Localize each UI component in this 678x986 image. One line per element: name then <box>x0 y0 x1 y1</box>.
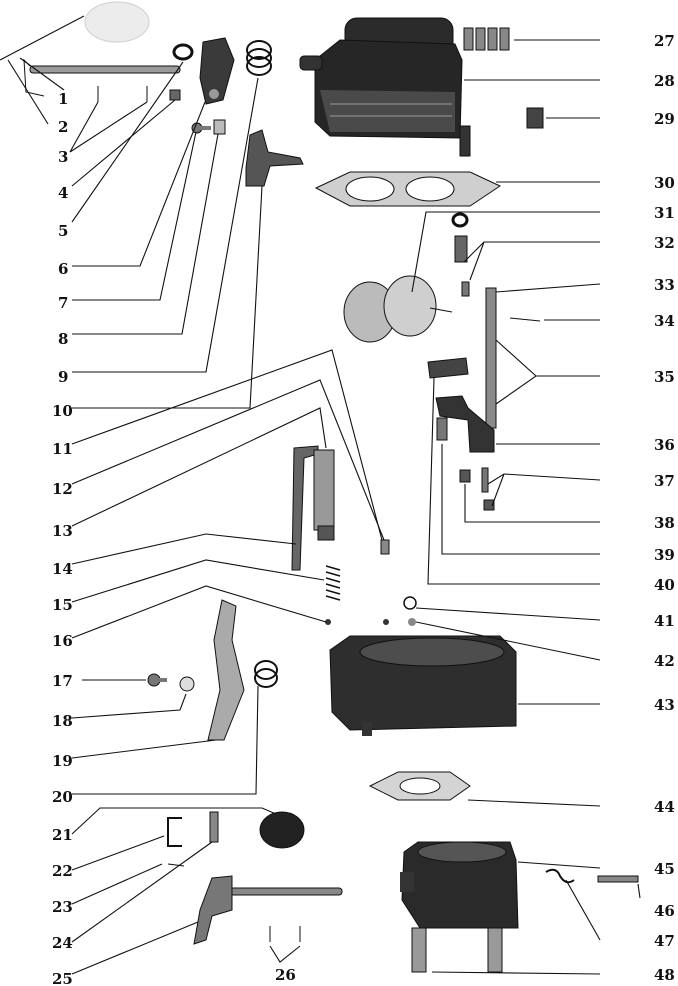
callout-41: 41 <box>654 612 675 630</box>
callout-28: 28 <box>654 72 675 90</box>
callout-33: 33 <box>654 276 675 294</box>
part-37-pins <box>481 467 489 493</box>
part-21-choke-plate <box>259 811 305 849</box>
part-5-washer <box>172 43 194 61</box>
callout-7: 7 <box>58 294 68 312</box>
part-27-screws <box>463 27 510 51</box>
part-28-upper-body <box>299 17 471 157</box>
part-17-screw <box>147 673 167 687</box>
callout-8: 8 <box>58 330 68 348</box>
callout-24: 24 <box>52 934 73 952</box>
callout-27: 27 <box>654 32 675 50</box>
part-2-gasket <box>84 1 150 43</box>
callout-2: 2 <box>58 118 68 136</box>
part-43-float-bowl <box>329 635 517 736</box>
callout-39: 39 <box>654 546 675 564</box>
part-42-ball <box>408 618 416 626</box>
part-25-choke-lever <box>193 875 343 945</box>
callout-38: 38 <box>654 514 675 532</box>
callout-19: 19 <box>52 752 73 770</box>
part-26-screws <box>269 926 301 942</box>
callout-43: 43 <box>654 696 675 714</box>
callout-15: 15 <box>52 596 73 614</box>
callout-21: 21 <box>52 826 73 844</box>
part-18-washer <box>179 676 195 692</box>
part-35-metering-rod <box>485 287 497 429</box>
callout-31: 31 <box>654 204 675 222</box>
leader-lines <box>0 15 641 975</box>
callout-11: 11 <box>52 440 73 458</box>
part-45-throttle-body <box>400 841 519 929</box>
callout-42: 42 <box>654 652 675 670</box>
callout-35: 35 <box>654 368 675 386</box>
callouts-right: 27 28 29 30 31 32 33 34 35 36 37 38 39 4… <box>654 32 675 984</box>
part-15-spring <box>325 565 341 601</box>
part-38-nut <box>459 469 471 483</box>
part-14-pump-assembly <box>291 445 335 571</box>
part-20-spring <box>254 660 278 688</box>
callout-26: 26 <box>275 966 296 984</box>
part-36-bracket <box>435 395 495 453</box>
part-22-clip <box>167 817 182 847</box>
callout-22: 22 <box>52 862 73 880</box>
callouts-left: 1 2 3 4 5 6 7 8 9 10 11 12 13 14 15 16 1… <box>52 90 296 986</box>
part-3-pins <box>97 86 148 102</box>
callout-10: 10 <box>52 402 73 420</box>
callout-12: 12 <box>52 480 73 498</box>
callout-5: 5 <box>58 222 68 240</box>
callout-32: 32 <box>654 234 675 252</box>
callout-20: 20 <box>52 788 73 806</box>
callout-4: 4 <box>58 184 68 202</box>
part-illustrations <box>23 1 639 973</box>
callout-36: 36 <box>654 436 675 454</box>
part-40-plate <box>427 357 469 379</box>
part-24-screw <box>209 811 219 843</box>
part-31-float <box>343 275 453 343</box>
callout-48: 48 <box>654 966 675 984</box>
part-6-throttle-lever <box>199 37 235 105</box>
part-46-screw <box>597 875 639 883</box>
callout-30: 30 <box>654 174 675 192</box>
part-8-lockwasher <box>213 119 226 135</box>
part-41-ring <box>403 596 417 610</box>
part-16-ball <box>325 619 331 625</box>
callout-34: 34 <box>654 312 675 330</box>
part-34-pin <box>509 317 541 322</box>
part-9-spring <box>246 40 272 76</box>
callout-40: 40 <box>654 576 675 594</box>
callout-47: 47 <box>654 932 675 950</box>
callout-37: 37 <box>654 472 675 490</box>
part-23-cotter-pin <box>167 863 185 867</box>
part-4-nut <box>169 89 181 101</box>
part-11-valve <box>380 539 390 555</box>
callout-25: 25 <box>52 970 73 986</box>
callout-45: 45 <box>654 860 675 878</box>
callout-23: 23 <box>52 898 73 916</box>
part-19-pump-lever <box>207 599 245 741</box>
callout-44: 44 <box>654 798 675 816</box>
callout-13: 13 <box>52 522 73 540</box>
callout-16: 16 <box>52 632 73 650</box>
part-29-fitting <box>526 107 544 129</box>
part-48-bolts <box>411 927 503 973</box>
callout-3: 3 <box>58 148 68 166</box>
callout-14: 14 <box>52 560 73 578</box>
part-32-needle-seat <box>451 212 470 297</box>
part-47-spring <box>545 868 575 884</box>
callout-18: 18 <box>52 712 73 730</box>
callout-6: 6 <box>58 260 68 278</box>
callout-46: 46 <box>654 902 675 920</box>
part-39-screw <box>436 417 448 441</box>
callout-1: 1 <box>58 90 68 108</box>
callout-29: 29 <box>654 110 675 128</box>
part-7-screw <box>191 122 211 134</box>
callout-17: 17 <box>52 672 73 690</box>
part-10-lever <box>245 129 304 187</box>
callout-9: 9 <box>58 368 68 386</box>
